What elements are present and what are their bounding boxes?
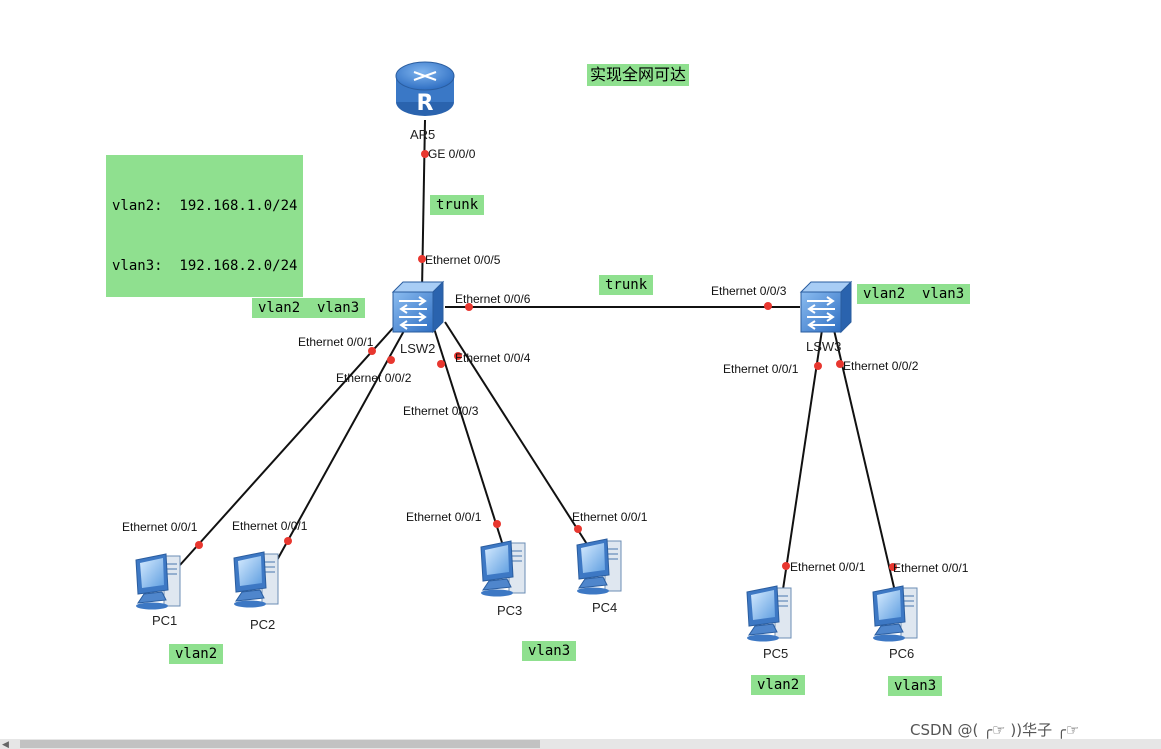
port-label-lsw2-e2: Ethernet 0/0/2	[336, 371, 412, 385]
port-dot-pc3	[493, 520, 501, 528]
port-dot-lsw2-e2	[387, 356, 395, 364]
port-label-lsw3-e3: Ethernet 0/0/3	[711, 284, 787, 298]
port-dot-pc4	[574, 525, 582, 533]
port-label-lsw3-e2: Ethernet 0/0/2	[843, 359, 919, 373]
port-label-lsw3-e1: Ethernet 0/0/1	[723, 362, 799, 376]
pc-icon[interactable]	[233, 551, 279, 609]
pc-icon[interactable]	[480, 540, 526, 598]
watermark: CSDN @( ╭☞ ))华子 ╭☞	[910, 721, 1080, 739]
port-label-lsw2-e4: Ethernet 0/0/4	[455, 351, 531, 365]
switch-icon[interactable]	[392, 281, 444, 333]
vlan-note-lsw3: vlan2 vlan3	[857, 284, 971, 304]
svg-text:R: R	[417, 91, 434, 116]
port-label-ar5-ge: GE 0/0/0	[428, 147, 476, 161]
link-lsw2-pc1	[179, 317, 403, 566]
port-label-pc4: Ethernet 0/0/1	[572, 510, 648, 524]
port-dot-ar5-ge	[421, 150, 429, 158]
vlan-note-lsw2: vlan2 vlan3	[252, 298, 366, 318]
port-label-lsw2-e1: Ethernet 0/0/1	[298, 335, 374, 349]
switch-icon[interactable]	[800, 281, 852, 333]
port-dot-lsw3-e2	[836, 360, 844, 368]
horizontal-scrollbar[interactable]: ◀	[0, 739, 1161, 749]
pc-icon[interactable]	[872, 585, 918, 643]
link-lsw3-pc5	[781, 329, 823, 597]
vlan-note-pc6: vlan3	[888, 676, 943, 696]
subnet-note: vlan2: 192.168.1.0/24 vlan3: 192.168.2.0…	[106, 155, 304, 297]
port-label-pc6: Ethernet 0/0/1	[893, 561, 969, 575]
port-label-pc5: Ethernet 0/0/1	[790, 560, 866, 574]
device-name-pc4: PC4	[592, 600, 618, 615]
link-lsw3-pc6	[833, 329, 897, 597]
vlan-note-pc12: vlan2	[169, 644, 224, 664]
port-label-pc2: Ethernet 0/0/1	[232, 519, 308, 533]
port-dot-lsw2-e1	[368, 347, 376, 355]
scrollbar-thumb[interactable]	[20, 740, 540, 748]
port-dot-lsw2-e5	[418, 255, 426, 263]
device-name-lsw3: LSW3	[806, 339, 842, 354]
port-dot-pc1	[195, 541, 203, 549]
device-name-pc6: PC6	[889, 646, 915, 661]
port-label-lsw2-e6: Ethernet 0/0/6	[455, 292, 531, 306]
port-dot-lsw3-e3	[764, 302, 772, 310]
device-name-pc5: PC5	[763, 646, 789, 661]
subnet-vlan2: vlan2: 192.168.1.0/24	[112, 198, 298, 214]
diagram-title: 实现全网可达	[587, 64, 690, 86]
port-dot-pc6	[889, 563, 897, 571]
subnet-vlan3: vlan3: 192.168.2.0/24	[112, 258, 298, 274]
port-dot-lsw2-e3	[437, 360, 445, 368]
port-dot-lsw2-e4	[454, 352, 462, 360]
port-label-lsw2-e5: Ethernet 0/0/5	[425, 253, 501, 267]
device-name-ar5: AR5	[410, 127, 436, 142]
port-dot-lsw3-e1	[814, 362, 822, 370]
scroll-left-arrow-icon[interactable]: ◀	[2, 739, 9, 749]
vlan-note-pc34: vlan3	[522, 641, 577, 661]
router-icon[interactable]: R	[395, 61, 455, 116]
trunk-label-router: trunk	[430, 195, 485, 215]
pc-icon[interactable]	[576, 538, 622, 596]
device-name-lsw2: LSW2	[400, 341, 436, 356]
port-dot-pc5	[782, 562, 790, 570]
vlan-note-pc5: vlan2	[751, 675, 806, 695]
port-label-pc1: Ethernet 0/0/1	[122, 520, 198, 534]
link-lsw2-pc3	[431, 321, 506, 553]
device-name-pc2: PC2	[250, 617, 276, 632]
pc-icon[interactable]	[135, 553, 181, 611]
port-dot-pc2	[284, 537, 292, 545]
port-label-pc3: Ethernet 0/0/1	[406, 510, 482, 524]
port-dot-lsw2-e6	[465, 303, 473, 311]
device-name-pc3: PC3	[497, 603, 523, 618]
link-lsw2-pc4	[444, 321, 593, 553]
device-name-pc1: PC1	[152, 613, 178, 628]
port-label-lsw2-e3: Ethernet 0/0/3	[403, 404, 479, 418]
pc-icon[interactable]	[746, 585, 792, 643]
trunk-label-switches: trunk	[599, 275, 654, 295]
